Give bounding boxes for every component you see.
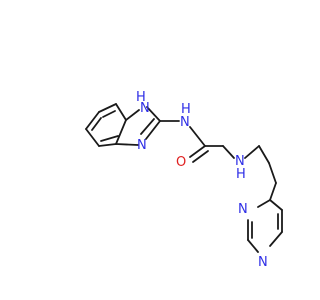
bond bbox=[269, 199, 283, 211]
bond-double-inner bbox=[91, 117, 102, 131]
bond bbox=[244, 145, 260, 159]
bond-double-inner bbox=[102, 110, 116, 118]
benzimidazole-n-bottom-label: N bbox=[137, 138, 147, 153]
bond bbox=[115, 143, 139, 146]
amide-nh-h-label: H bbox=[181, 102, 191, 117]
carbonyl-o-label: O bbox=[176, 155, 186, 170]
bond bbox=[247, 239, 259, 253]
bond bbox=[146, 106, 161, 122]
pyrazine-ring bbox=[247, 199, 283, 253]
bond bbox=[85, 128, 100, 147]
bond bbox=[189, 145, 206, 158]
bond bbox=[269, 231, 283, 247]
amide-n-label: N bbox=[180, 115, 190, 130]
bond bbox=[85, 111, 100, 130]
benzimidazole-nh-h-label: H bbox=[136, 90, 146, 105]
bond bbox=[125, 109, 140, 121]
bond bbox=[257, 199, 271, 208]
bond bbox=[115, 119, 127, 145]
bond bbox=[115, 103, 127, 121]
amine-nh-h-label: H bbox=[236, 167, 246, 182]
benzene-ring bbox=[85, 103, 127, 147]
pyrazine-n-bottom-label: N bbox=[258, 255, 268, 270]
bond bbox=[189, 126, 206, 147]
bond bbox=[258, 145, 270, 164]
bond bbox=[98, 103, 117, 113]
bond-double-inner bbox=[100, 135, 119, 142]
side-chain bbox=[159, 120, 277, 201]
bond bbox=[269, 182, 277, 201]
benzimidazole-n-top-label: N bbox=[140, 101, 150, 116]
bond bbox=[222, 145, 235, 159]
bond-double-inner bbox=[140, 118, 155, 135]
bond bbox=[192, 150, 209, 163]
molecule-diagram: H N N H N O N H N N bbox=[85, 90, 283, 270]
bond bbox=[145, 120, 161, 140]
bond bbox=[98, 143, 117, 147]
bond bbox=[268, 162, 277, 184]
atom-labels: H N N H N O N H N N bbox=[136, 90, 268, 270]
structure-svg: H N N H N O N H N N bbox=[85, 90, 283, 270]
amine-n-label: N bbox=[235, 154, 245, 169]
pyrazine-n-top-label: N bbox=[238, 202, 248, 217]
imidazole-ring bbox=[115, 106, 161, 146]
